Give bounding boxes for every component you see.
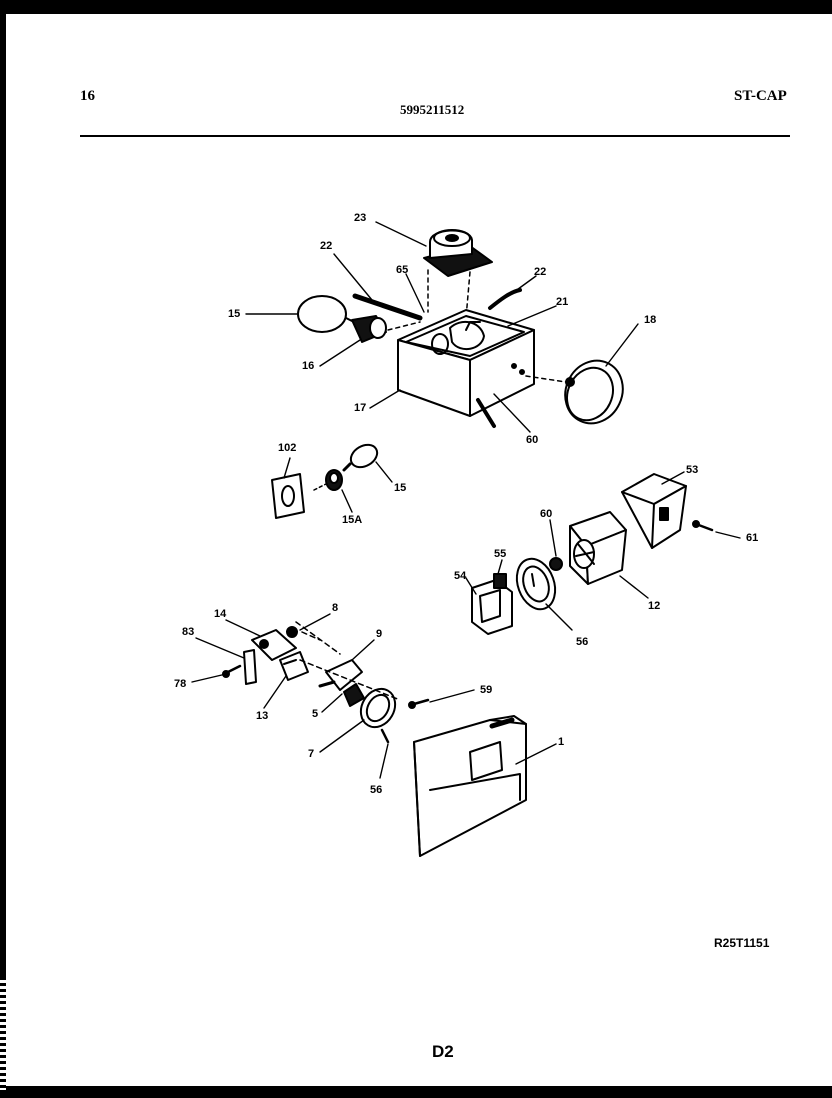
callout-56: 56 <box>576 636 589 648</box>
part-9-actuator <box>318 659 365 707</box>
parts-diagram-page: 16 5995211512 ST-CAP <box>6 14 832 1086</box>
part-number: 5995211512 <box>400 102 465 117</box>
callout-54: 54 <box>454 570 467 582</box>
exploded-view-drawing <box>191 221 741 857</box>
part-15-bulb-top <box>297 295 355 333</box>
callout-15: 15 <box>228 308 241 320</box>
part-15-bulb-small <box>342 443 379 472</box>
callout-61: 61 <box>746 532 759 544</box>
part-83-clip <box>243 649 257 685</box>
callout-21: 21 <box>556 296 569 308</box>
part-1-dispenser <box>413 715 527 857</box>
part-78-screw <box>226 664 242 674</box>
part-7-ring <box>359 687 397 729</box>
part-16-socket <box>351 315 387 343</box>
callout-22: 22 <box>320 240 333 252</box>
part-13-switch <box>279 651 309 681</box>
callout-18: 18 <box>644 314 657 326</box>
part-22-rod-right <box>488 288 522 310</box>
callout-83: 83 <box>182 626 195 638</box>
callout-8: 8 <box>332 602 339 614</box>
part-23-motor <box>423 229 493 277</box>
callout-65: 65 <box>396 264 409 276</box>
callout-9: 9 <box>376 628 383 640</box>
part-60-knob <box>549 557 563 571</box>
callout-5: 5 <box>312 708 319 720</box>
page-number: 16 <box>80 88 95 104</box>
callout-15A: 15A <box>342 514 363 526</box>
callout-22: 22 <box>534 266 547 278</box>
callout-1: 1 <box>558 736 565 748</box>
part-15A-socket <box>325 469 343 491</box>
reference-code: R25T1151 <box>714 936 770 950</box>
section-code: D2 <box>432 1042 454 1061</box>
part-102-bracket <box>271 473 305 519</box>
callout-17: 17 <box>354 402 367 414</box>
callout-53: 53 <box>686 464 699 476</box>
part-14-bracket <box>251 629 297 661</box>
part-18-cover <box>564 359 624 425</box>
callout-13: 13 <box>256 710 269 722</box>
callout-16: 16 <box>302 360 315 372</box>
callout-56: 56 <box>370 784 383 796</box>
callout-14: 14 <box>214 608 227 620</box>
part-22-rod-left <box>352 293 423 321</box>
callout-7: 7 <box>308 748 315 760</box>
part-8-lever <box>286 621 341 655</box>
part-56-screw <box>380 728 390 744</box>
part-56-dial <box>515 557 557 611</box>
part-53-cover <box>621 473 687 549</box>
callout-60: 60 <box>540 508 553 520</box>
part-12-housing <box>569 511 627 585</box>
callout-55: 55 <box>494 548 507 560</box>
callout-78: 78 <box>174 678 187 690</box>
part-54-switch <box>471 573 513 635</box>
model-code: ST-CAP <box>734 88 787 104</box>
scan-edge-strip <box>0 980 6 1090</box>
callout-102: 102 <box>278 442 297 454</box>
callout-12: 12 <box>648 600 661 612</box>
part-59-screw <box>412 698 430 706</box>
header-rule <box>80 135 790 137</box>
callout-60: 60 <box>526 434 539 446</box>
callout-23: 23 <box>354 212 367 224</box>
part-17-housing <box>397 309 535 428</box>
callout-59: 59 <box>480 684 493 696</box>
callout-15: 15 <box>394 482 407 494</box>
